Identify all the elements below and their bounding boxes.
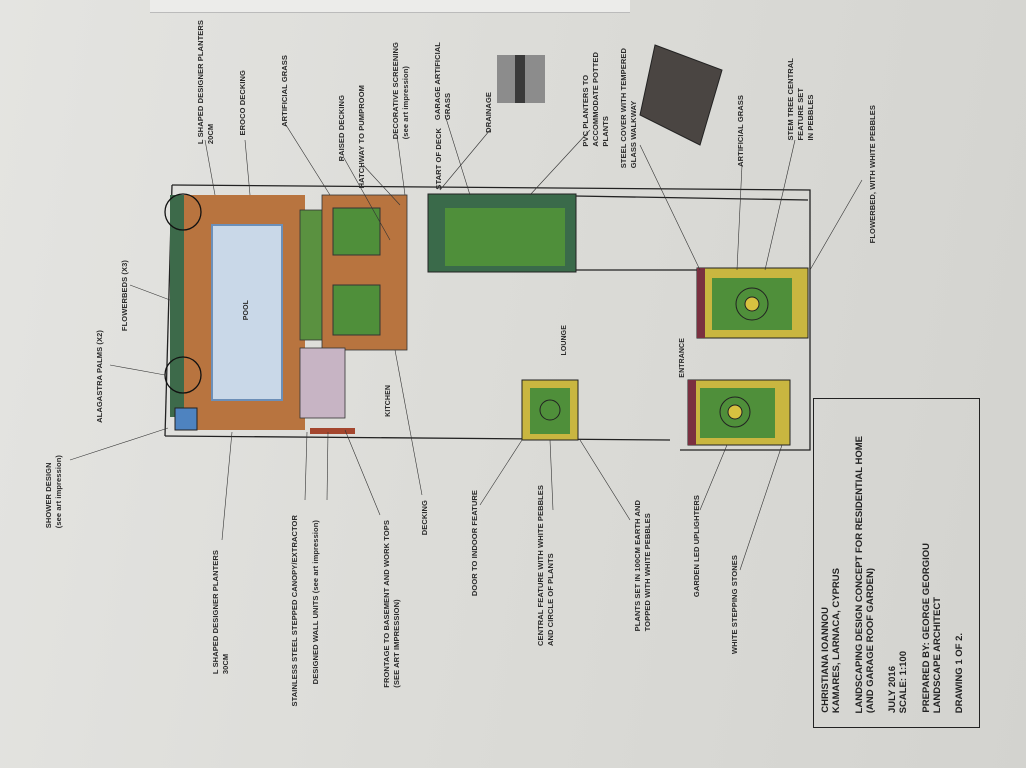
label-garage-grass: GARAGE ARTIFICIAL GRASS <box>433 42 452 121</box>
label-palms: ALAGASTRA PALMS (X2) <box>95 330 104 423</box>
label-shower-design: SHOWER DESIGN (see art impression) <box>44 455 63 529</box>
project-subtitle: (AND GARAGE ROOF GARDEN) <box>865 567 876 713</box>
label-raised-decking: RAISED DECKING <box>337 95 346 162</box>
label-plants-set: PLANTS SET IN 100CM EARTH AND TOPPED WIT… <box>633 500 652 632</box>
label-steel-cover: STEEL COVER WITH TEMPERED GLASS WALKWAY <box>619 48 638 169</box>
worktop <box>310 428 355 434</box>
grass-strip <box>299 209 323 341</box>
title-block: CHRISTIANA IOANNOU KAMARES, LARNACA, CYP… <box>813 398 980 728</box>
underlying-sheet-edge <box>150 0 630 13</box>
room-lounge: LOUNGE <box>561 325 568 356</box>
drawing-scale: SCALE: 1:100 <box>898 650 909 713</box>
label-drainage: DRAINAGE <box>484 92 493 133</box>
boundary-wall-bottom <box>164 435 671 441</box>
label-door-feature: DOOR TO INDOOR FEATURE <box>470 490 479 597</box>
kitchen-area <box>299 347 346 419</box>
client-name: CHRISTIANA IOANNOU <box>820 607 831 713</box>
boundary-wall <box>171 184 811 451</box>
prepared-by: PREPARED BY: GEORGE GEORGIOU <box>921 543 932 713</box>
label-start-of-deck: START OF DECK <box>434 128 443 190</box>
room-entrance: ENTRANCE <box>679 338 686 378</box>
grass-square-2 <box>332 284 381 336</box>
garage-grass <box>445 208 565 266</box>
room-kitchen: KITCHEN <box>385 385 392 417</box>
steel-cover-image <box>639 44 723 146</box>
client-location: KAMARES, LARNACA, CYPRUS <box>831 567 842 713</box>
label-decking: DECKING <box>420 500 429 536</box>
architect-role: LANDSCAPE ARCHITECT <box>932 596 943 713</box>
label-hatchway: HATCHWAY TO PUMPROOM <box>357 85 366 189</box>
palm-circle-1 <box>164 193 202 231</box>
room-pool: POOL <box>243 300 250 321</box>
grass-square-1 <box>332 207 381 256</box>
label-planters-30cm: L SHAPED DESIGNER PLANTERS 30CM <box>211 550 230 675</box>
label-uplighters: GARDEN LED UPLIGHTERS <box>692 495 701 598</box>
label-artificial-grass-2: ARTIFICIAL GRASS <box>736 95 745 167</box>
label-eroco-decking: EROCO DECKING <box>238 70 247 136</box>
label-central-feature: CENTRAL FEATURE WITH WHITE PEBBLES AND C… <box>536 485 555 647</box>
label-decorative-screening: DECORATIVE SCREENING (see art impression… <box>391 42 410 140</box>
label-stepping-stones: WHITE STEPPING STONES <box>730 555 739 655</box>
label-pvc-planters: PVC PLANTERS TO ACCOMMODATE POTTED PLANT… <box>581 52 610 147</box>
label-wall-units: DESIGNED WALL UNITS (see art impression) <box>311 520 320 685</box>
project-title: LANDSCAPING DESIGN CONCEPT FOR RESIDENTI… <box>854 435 865 713</box>
garage-line <box>574 195 809 201</box>
drawing-date: JULY 2016 <box>887 665 898 713</box>
shower <box>174 407 198 431</box>
flowerbed-strip <box>170 195 184 417</box>
label-canopy: STAINLESS STEEL STEPPED CANOPY/EXTRACTOR <box>290 515 299 707</box>
label-stem-tree: STEM TREE CENTRAL FEATURE SET IN PEBBLES <box>786 58 815 141</box>
sheet-number: DRAWING 1 OF 2. <box>954 632 965 713</box>
pool <box>211 224 283 401</box>
label-planters-20cm: L SHAPED DESIGNER PLANTERS 20CM <box>196 20 215 145</box>
label-artificial-grass: ARTIFICIAL GRASS <box>280 55 289 127</box>
label-flowerbed-pebbles: FLOWERBED, WITH WHITE PEBBLES <box>868 105 877 244</box>
label-flowerbeds: FLOWERBEDS (X3) <box>120 260 129 332</box>
label-frontage: FRONTAGE TO BASEMENT AND WORK TOPS (SEE … <box>382 520 401 688</box>
